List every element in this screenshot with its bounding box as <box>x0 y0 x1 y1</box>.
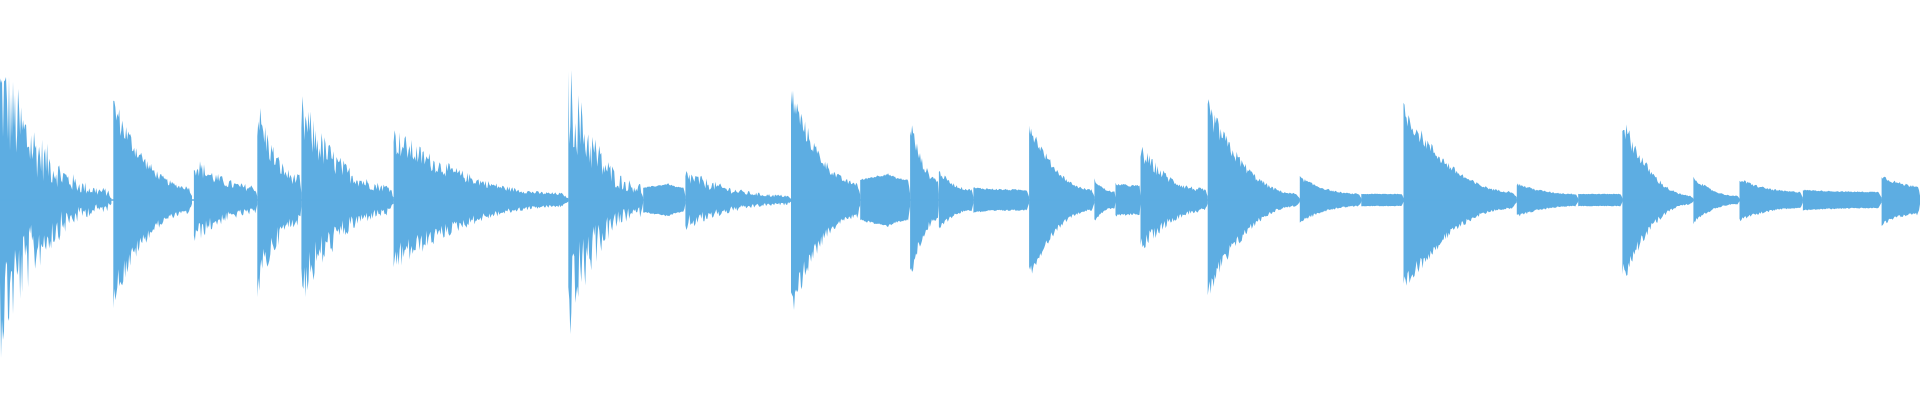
waveform-segment <box>0 76 112 358</box>
waveform-segment <box>910 125 939 272</box>
waveform-segment <box>113 100 192 309</box>
waveform-segment <box>393 130 569 268</box>
waveform-segment <box>1403 102 1517 286</box>
waveform-segment <box>1140 146 1208 249</box>
waveform-segment <box>257 108 302 298</box>
waveform-segment <box>1739 180 1803 222</box>
waveform-segment <box>1207 99 1300 296</box>
waveform-segment <box>193 161 258 241</box>
waveform-segment <box>1881 176 1920 226</box>
waveform-segment <box>301 96 394 298</box>
waveform-segment <box>568 70 644 335</box>
